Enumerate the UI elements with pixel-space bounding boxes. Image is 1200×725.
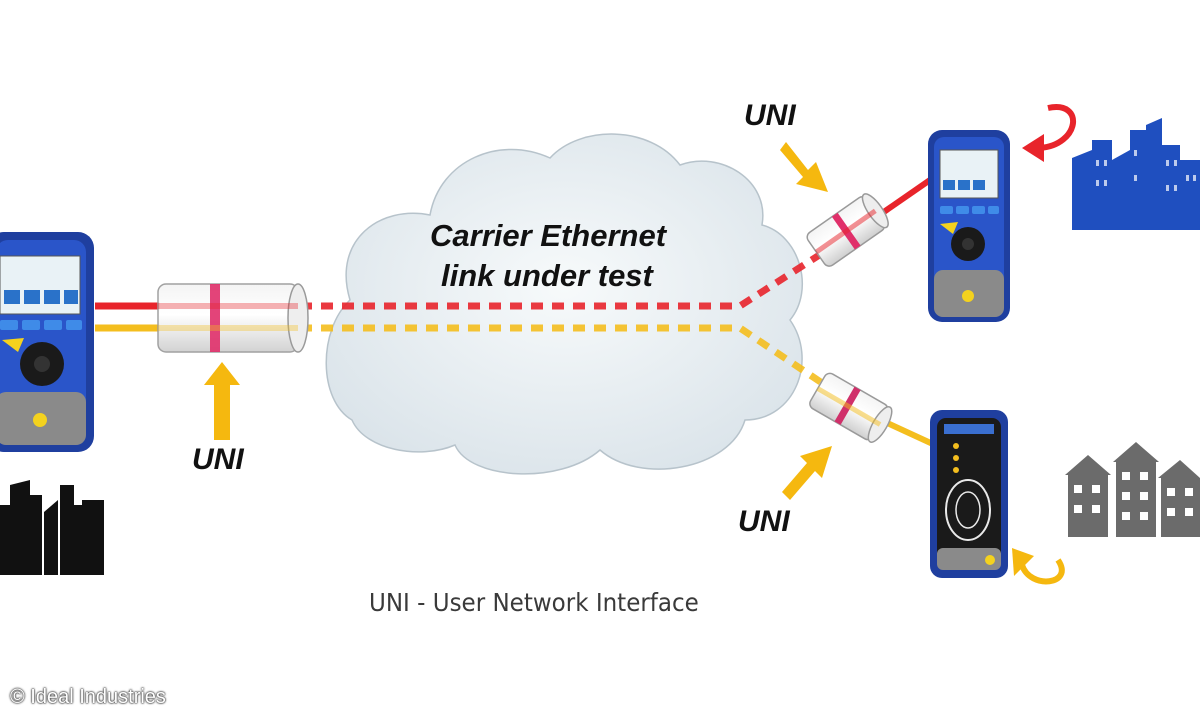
top-right-uni-tube-icon — [806, 193, 889, 267]
left-pointer-arrow-icon — [204, 362, 240, 440]
image-credit: © Ideal Industries — [10, 686, 166, 708]
top-right-network-tester-icon — [928, 130, 1010, 322]
bottom-right-loopback-unit-icon — [930, 410, 1008, 578]
cloud-title-line1: Carrier Ethernet — [430, 218, 667, 253]
cloud — [325, 133, 804, 475]
legend-text: UNI - User Network Interface — [369, 588, 699, 617]
bottom-right-loop-arrow-icon — [1012, 548, 1065, 585]
dashed-links — [300, 242, 842, 398]
cloud-title-line2: link under test — [441, 258, 653, 293]
left-links — [95, 302, 160, 332]
uni-label-top-right: UNI — [744, 99, 796, 132]
left-uni-tube-icon — [157, 283, 309, 353]
bottom-right-pointer-arrow-icon — [782, 446, 832, 500]
left-city-skyline-icon — [0, 480, 104, 575]
left-network-tester-icon — [0, 232, 94, 452]
uni-label-left: UNI — [192, 443, 244, 476]
bottom-right-houses-icon — [1065, 442, 1200, 537]
top-right-loop-arrow-icon — [1022, 104, 1076, 162]
top-right-city-skyline-icon — [1072, 118, 1200, 230]
bottom-right-uni-tube-icon — [809, 372, 893, 443]
uni-label-bottom-right: UNI — [738, 505, 790, 538]
top-right-pointer-arrow-icon — [780, 142, 828, 192]
